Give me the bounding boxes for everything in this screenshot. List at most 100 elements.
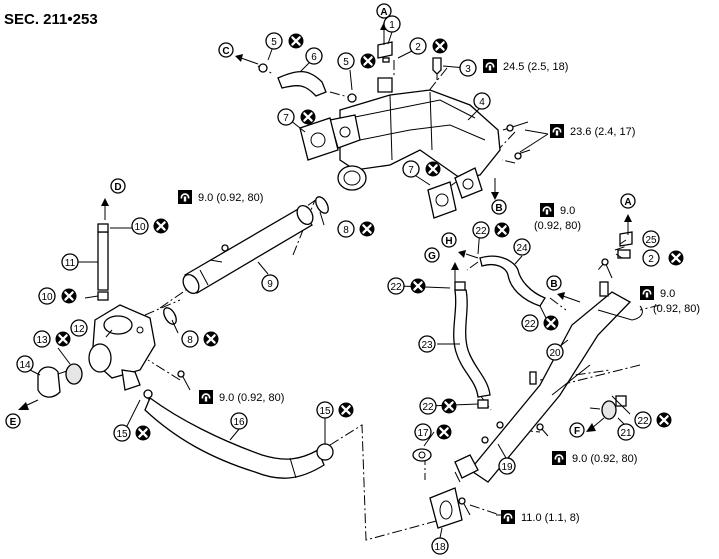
svg-text:22: 22 <box>390 282 402 293</box>
svg-text:23.6 (2.4, 17): 23.6 (2.4, 17) <box>570 126 635 138</box>
callout-3: 3 <box>459 59 477 77</box>
svg-text:22: 22 <box>422 402 434 413</box>
water-outlet-assembly <box>329 77 501 199</box>
torque-spec-outlet-bolts: 23.6 (2.4, 17) <box>549 123 635 139</box>
connector-letter-e: E <box>5 413 21 429</box>
svg-text:17: 17 <box>417 428 429 439</box>
circled-x-icon <box>299 108 317 126</box>
svg-text:16: 16 <box>233 417 245 428</box>
torque-wrench-icon <box>639 285 655 301</box>
bolts-lower <box>177 258 613 516</box>
callout-2-right: 2 <box>642 249 660 267</box>
callout-10-lower: 10 <box>38 287 56 305</box>
svg-text:13: 13 <box>36 335 48 346</box>
connector-19 <box>454 421 504 479</box>
torque-wrench-icon <box>177 189 193 205</box>
heater-pipe <box>469 281 643 483</box>
callout-4: 4 <box>473 92 491 110</box>
torque-spec-bracket-upper: 9.0 (0.92, 80) <box>534 202 581 232</box>
circled-x-icon <box>435 423 453 441</box>
hose-23 <box>453 281 491 409</box>
connector-letter-h: H <box>441 232 457 248</box>
o-ring-lower <box>163 307 177 325</box>
callout-9: 9 <box>261 274 279 292</box>
circled-x-icon <box>202 330 220 348</box>
section-label: SEC. 211•253 <box>4 11 98 28</box>
callout-5-mid: 5 <box>337 52 355 70</box>
connector-letter-a-top: A <box>376 3 392 19</box>
connector-letter-d: D <box>110 178 126 194</box>
svg-text:D: D <box>114 182 121 193</box>
circled-x-icon <box>655 411 673 429</box>
circled-x-icon <box>542 314 560 332</box>
callout-25: 25 <box>642 230 660 248</box>
torque-wrench-icon <box>539 202 555 218</box>
torque-wrench-icon <box>198 389 214 405</box>
callout-21: 21 <box>617 423 635 441</box>
connector-letter-c: C <box>218 42 234 58</box>
svg-text:9.0: 9.0 <box>660 288 675 300</box>
circled-x-icon <box>667 249 685 267</box>
svg-text:9.0 (0.92, 80): 9.0 (0.92, 80) <box>219 392 284 404</box>
svg-text:7: 7 <box>408 165 414 176</box>
svg-text:14: 14 <box>19 360 31 371</box>
callout-19: 19 <box>498 457 516 475</box>
callout-17: 17 <box>414 423 432 441</box>
torque-wrench-icon <box>549 123 565 139</box>
svg-text:4: 4 <box>479 97 485 108</box>
svg-text:10: 10 <box>41 292 53 303</box>
svg-text:8: 8 <box>343 225 349 236</box>
leader-lines <box>29 31 631 539</box>
circled-x-icon <box>287 32 305 50</box>
upper-small-hose <box>258 63 357 103</box>
svg-text:(0.92, 80): (0.92, 80) <box>653 303 700 315</box>
circled-x-icon <box>440 397 458 415</box>
circled-x-icon <box>359 52 377 70</box>
callout-22-d: 22 <box>419 397 437 415</box>
callout-22-b: 22 <box>387 277 405 295</box>
svg-text:G: G <box>428 251 436 262</box>
circled-x-icon <box>152 217 170 235</box>
svg-text:2: 2 <box>648 254 654 265</box>
connector-letter-g: G <box>424 247 440 263</box>
circled-x-icon <box>358 220 376 238</box>
callout-14: 14 <box>16 355 34 373</box>
torque-wrench-icon <box>482 58 498 74</box>
svg-text:25: 25 <box>645 235 657 246</box>
thermostat-housing <box>88 304 156 391</box>
svg-text:15: 15 <box>116 429 128 440</box>
callout-8-lower: 8 <box>181 330 199 348</box>
circled-x-icon <box>409 277 427 295</box>
gasket-right <box>427 181 457 219</box>
svg-text:23: 23 <box>421 340 433 351</box>
flange-18 <box>429 487 463 529</box>
svg-text:18: 18 <box>434 542 446 553</box>
callout-24: 24 <box>513 238 531 256</box>
o-ring-upper <box>315 196 329 214</box>
svg-text:1: 1 <box>389 20 395 31</box>
circled-x-icon <box>493 221 511 239</box>
direction-arrows <box>18 22 632 432</box>
callout-12: 12 <box>70 319 88 337</box>
connector-letter-b-top: B <box>491 199 507 215</box>
svg-text:H: H <box>445 236 452 247</box>
torque-spec-sensor: 24.5 (2.5, 18) <box>482 58 568 74</box>
callout-10-upper: 10 <box>131 217 149 235</box>
circled-x-icon <box>134 424 152 442</box>
water-inlet-cover <box>37 366 61 398</box>
water-pipe <box>182 205 314 294</box>
torque-spec-pipe: 9.0 (0.92, 80) <box>177 189 263 205</box>
callout-22-a: 22 <box>472 221 490 239</box>
circled-x-icon <box>431 37 449 55</box>
svg-text:20: 20 <box>549 348 561 359</box>
svg-text:B: B <box>550 279 557 290</box>
svg-text:(0.92, 80): (0.92, 80) <box>534 220 581 232</box>
circled-x-icon <box>337 401 355 419</box>
callout-22-e: 22 <box>634 411 652 429</box>
svg-text:3: 3 <box>465 64 471 75</box>
circled-x-icon <box>60 287 78 305</box>
svg-text:9.0: 9.0 <box>560 205 575 217</box>
torque-spec-lower-right: 9.0 (0.92, 80) <box>551 450 637 466</box>
callout-15-left: 15 <box>113 424 131 442</box>
svg-text:9.0 (0.92, 80): 9.0 (0.92, 80) <box>572 453 637 465</box>
